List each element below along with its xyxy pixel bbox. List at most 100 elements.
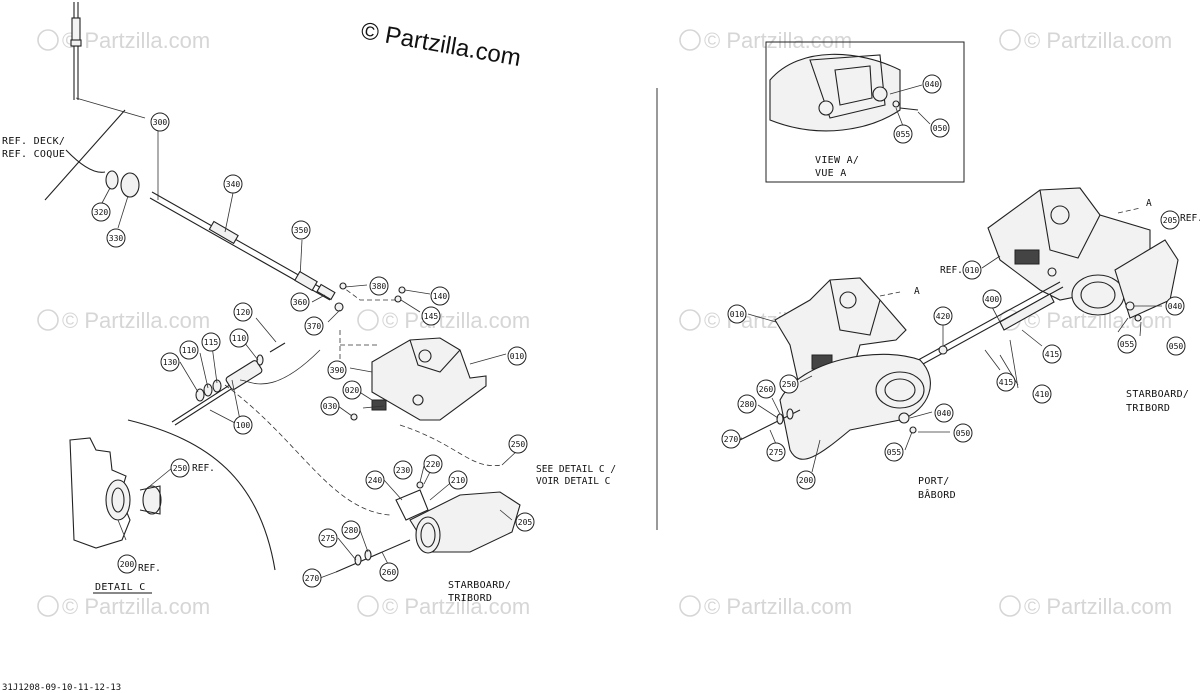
callout-number: 260 [759, 385, 774, 394]
callout-010: 010 [507, 346, 527, 366]
callout-number: 110 [232, 334, 247, 343]
callout-210: 210 [448, 470, 468, 490]
callout-number: 050 [1169, 342, 1184, 351]
watermark-item: © Partzilla.com [37, 28, 210, 53]
callout-number: 420 [936, 312, 951, 321]
detail-c-drawing [69, 437, 162, 549]
ref-label: REF. [138, 563, 161, 574]
view-a-drawing [769, 53, 919, 132]
watermark-item: © Partzilla.com [357, 594, 530, 619]
callout-050: 050 [953, 423, 973, 443]
callout-110: 110 [179, 340, 199, 360]
callout-320: 320 [91, 202, 111, 222]
callout-140: 140 [430, 286, 450, 306]
callout-number: 230 [396, 466, 411, 475]
callout-040: 040 [934, 403, 954, 423]
callout-number: 370 [307, 322, 322, 331]
callout-250: 250 [508, 434, 528, 454]
callout-010: 010 [727, 304, 747, 324]
watermark-item: © Partzilla.com [999, 594, 1172, 619]
babord-label: BÂBORD [918, 488, 956, 501]
see-detail-label: SEE DETAIL C / [536, 464, 616, 475]
callout-number: 050 [933, 124, 948, 133]
callout-number: 205 [518, 518, 533, 527]
callout-340: 340 [223, 174, 243, 194]
watermark-text: © Partzilla.com [1024, 28, 1172, 53]
ref-label: REF. [940, 265, 963, 276]
callout-270: 270 [302, 568, 322, 588]
callout-280: 280 [341, 520, 361, 540]
left-panel: REF. DECK/ REF. COQUE [2, 2, 616, 604]
callout-205: 205 [1160, 210, 1180, 230]
steering-bracket-part [371, 337, 487, 421]
watermark-text: © Partzilla.com [382, 308, 530, 333]
starboard-label-right: STARBOARD/ [1126, 389, 1189, 400]
view-a-label: VIEW A/ [815, 155, 859, 166]
callout-number: 275 [769, 448, 784, 457]
callout-number: 270 [305, 574, 320, 583]
callout-number: 205 [1163, 216, 1178, 225]
cable-end [70, 2, 82, 100]
callout-number: 250 [511, 440, 526, 449]
callout-055: 055 [884, 442, 904, 462]
callout-number: 050 [956, 429, 971, 438]
callout-040: 040 [1165, 296, 1185, 316]
callout-030: 030 [320, 396, 340, 416]
callout-number: 410 [1035, 390, 1050, 399]
callout-110: 110 [229, 328, 249, 348]
callout-number: 250 [173, 464, 188, 473]
tribord-label-left: TRIBORD [448, 593, 492, 604]
callout-number: 030 [323, 402, 338, 411]
voir-detail-label: VOIR DETAIL C [536, 476, 610, 487]
callout-layer: 3003403203303503801401453603701201151101… [91, 74, 1186, 588]
callout-230: 230 [393, 460, 413, 480]
ref-deck-label: REF. DECK/ [2, 136, 65, 147]
watermark-text: © Partzilla.com [382, 594, 530, 619]
document-code: 31J1208-09-10-11-12-13 [2, 683, 121, 693]
callout-number: 280 [740, 400, 755, 409]
callout-415: 415 [996, 372, 1016, 392]
callout-number: 020 [345, 386, 360, 395]
watermark-item: © Partzilla.com [679, 28, 852, 53]
callout-410: 410 [1032, 384, 1052, 404]
callout-145: 145 [421, 306, 441, 326]
callout-050: 050 [930, 118, 950, 138]
callout-number: 350 [294, 226, 309, 235]
callout-380: 380 [369, 276, 389, 296]
callout-number: 010 [730, 310, 745, 319]
watermark-item: © Partzilla.com [679, 594, 852, 619]
callout-number: 390 [330, 366, 345, 375]
callout-200: 200 [796, 470, 816, 490]
callout-number: 210 [451, 476, 466, 485]
callout-number: 300 [153, 118, 168, 127]
callout-number: 145 [424, 312, 439, 321]
callout-415: 415 [1042, 344, 1062, 364]
callout-number: 055 [896, 130, 911, 139]
callout-number: 010 [965, 266, 980, 275]
callout-055: 055 [893, 124, 913, 144]
callout-120: 120 [233, 302, 253, 322]
callout-number: 380 [372, 282, 387, 291]
callout-130: 130 [160, 352, 180, 372]
callout-number: 320 [94, 208, 109, 217]
callout-055: 055 [1117, 334, 1137, 354]
view-arrow-label: A [1146, 198, 1152, 209]
starboard-label-left: STARBOARD/ [448, 580, 511, 591]
copyright-text: © Partzilla.com [359, 17, 523, 72]
ref-label: REF. [1180, 213, 1200, 224]
callout-number: 360 [293, 298, 308, 307]
callout-360: 360 [290, 292, 310, 312]
callout-420: 420 [933, 306, 953, 326]
callout-240: 240 [365, 470, 385, 490]
watermark-item: © Partzilla.com [999, 28, 1172, 53]
callout-number: 055 [1120, 340, 1135, 349]
callout-275: 275 [766, 442, 786, 462]
jet-nozzle-part [395, 481, 521, 554]
ref-label: REF. [192, 463, 215, 474]
watermark-text: © Partzilla.com [704, 594, 852, 619]
callout-number: 415 [999, 378, 1014, 387]
callout-number: 120 [236, 308, 251, 317]
port-label: PORT/ [918, 476, 950, 487]
